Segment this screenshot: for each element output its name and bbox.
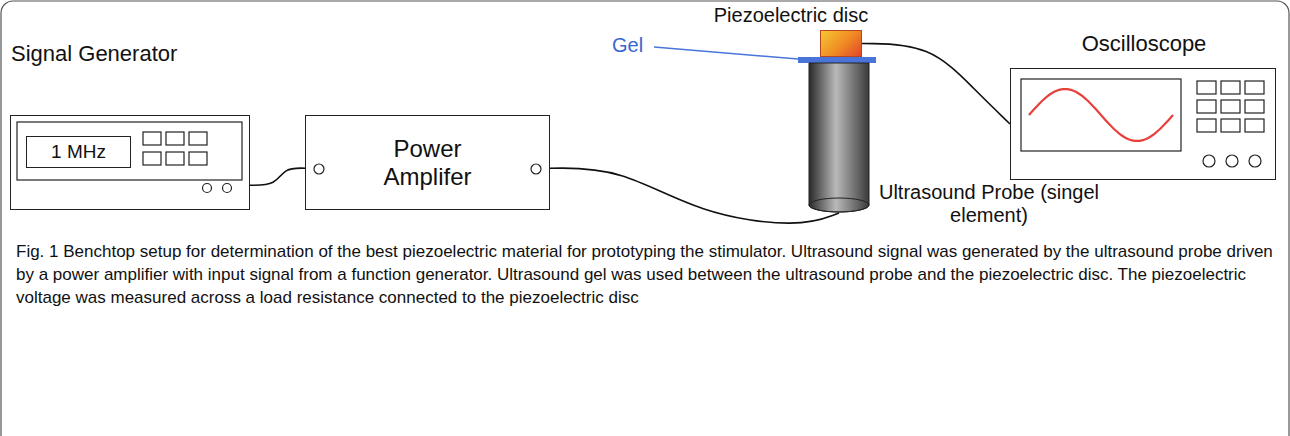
scope-button <box>1221 119 1240 132</box>
scope-button <box>1221 100 1240 113</box>
panel-button <box>143 132 161 145</box>
gel-leader-line <box>654 47 798 59</box>
figure-caption: Fig. 1 Benchtop setup for determination … <box>16 240 1278 309</box>
node-heading: Oscilloscope <box>1011 31 1277 56</box>
part-label: Gel <box>612 34 643 57</box>
output-port <box>203 184 212 193</box>
scope-input <box>1203 155 1215 167</box>
output-port <box>223 184 232 193</box>
ultrasound-probe-drawing <box>808 63 870 213</box>
panel-button <box>189 152 207 165</box>
frequency-display: 1 MHz <box>26 136 131 168</box>
node-heading: Ultrasound Probe (singel element) <box>874 181 1104 227</box>
scope-screen <box>1021 79 1181 151</box>
piezoelectric-disc: Piezoelectric disc <box>820 30 862 57</box>
panel-button <box>166 152 184 165</box>
scope-button <box>1245 81 1264 94</box>
scope-button <box>1245 119 1264 132</box>
node-label: 1 MHz <box>51 141 106 163</box>
node-heading: Piezoelectric disc <box>696 4 886 27</box>
text-holder: 1 MHz <box>27 137 130 167</box>
probe-cylinder <box>809 63 869 212</box>
amp-port <box>314 164 324 174</box>
scope-input <box>1249 155 1261 167</box>
scope-input <box>1226 155 1238 167</box>
cable <box>550 168 839 223</box>
scope-button <box>1245 100 1264 113</box>
scope-button <box>1197 119 1216 132</box>
power-amplifier: Power Amplifer <box>305 115 550 210</box>
sine-trace <box>1029 89 1173 141</box>
scope-button <box>1197 100 1216 113</box>
signal-generator: 1 MHzSignal Generator <box>10 115 250 210</box>
cable <box>250 168 305 185</box>
probe-face <box>809 198 869 212</box>
panel-button <box>189 132 207 145</box>
scope-button <box>1221 81 1240 94</box>
cable <box>862 44 1010 125</box>
panel-button <box>143 152 161 165</box>
oscilloscope-drawing <box>1011 69 1277 181</box>
text-holder: Power Amplifer <box>306 116 549 209</box>
front-panel <box>17 122 242 180</box>
piezoelectric-disc-drawing <box>821 31 863 58</box>
panel-button <box>166 132 184 145</box>
node-heading: Signal Generator <box>11 41 251 66</box>
node-label: Power Amplifer <box>363 135 493 190</box>
scope-button <box>1197 81 1216 94</box>
oscilloscope: Oscilloscope <box>1010 68 1276 180</box>
amp-port <box>531 164 541 174</box>
gel-layer <box>798 57 876 63</box>
ultrasound-probe: Ultrasound Probe (singel element) <box>808 63 870 213</box>
